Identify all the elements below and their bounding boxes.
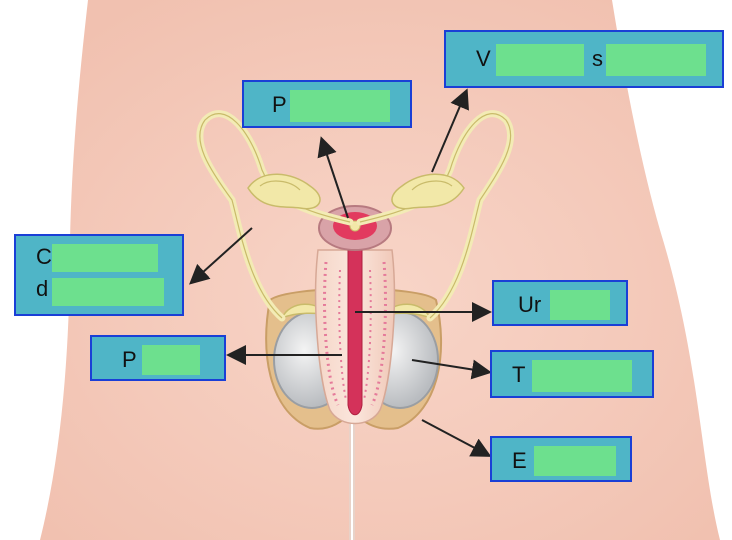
label-box-penis[interactable]: P [90,335,226,381]
label-vas-text: V [476,46,491,72]
answer-mask [532,360,632,392]
answer-mask [496,44,584,76]
label-box-epididymis[interactable]: E [490,436,632,482]
answer-mask [534,446,616,476]
answer-mask [290,90,390,122]
answer-mask [142,345,200,375]
label-vas-tail-text: s [592,46,603,72]
urethra [348,240,362,415]
answer-mask [52,244,158,272]
label-prostate-text: P [272,92,287,118]
answer-mask [606,44,706,76]
label-box-testis[interactable]: T [490,350,654,398]
label-box-urethra[interactable]: Ur [492,280,628,326]
label-box-prostate[interactable]: P [242,80,412,128]
label-testis-text: T [512,362,525,388]
answer-mask [52,278,164,306]
label-box-vas[interactable]: V s [444,30,724,88]
label-penis-text: P [122,347,137,373]
label-epididymis-text: E [512,448,527,474]
label-urethra-text: Ur [518,292,541,318]
answer-mask [550,290,610,320]
label-duct-line2-text: d [36,276,48,302]
label-box-duct[interactable]: C d [14,234,184,316]
label-duct-line1-text: C [36,244,52,270]
